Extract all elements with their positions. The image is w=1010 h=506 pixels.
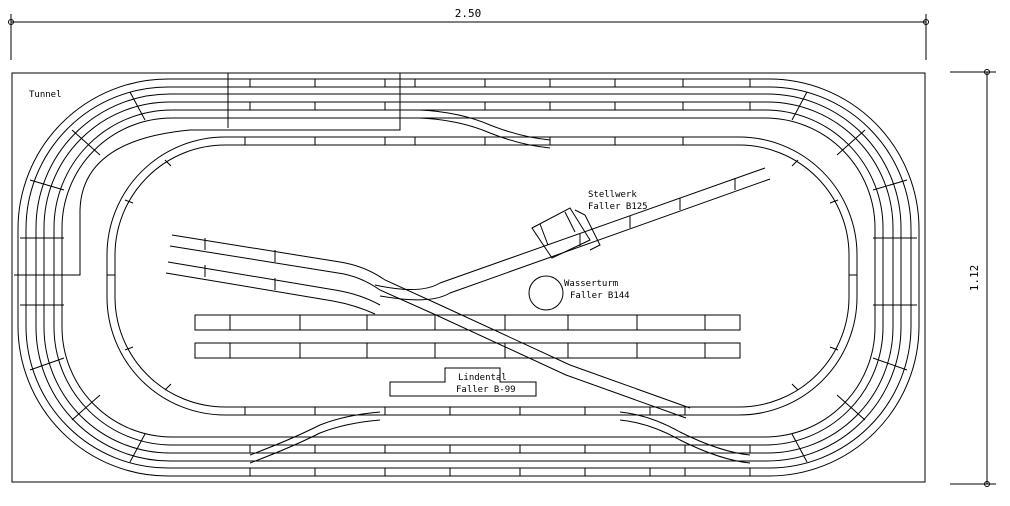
width-dimension: 2.50 — [8, 7, 929, 60]
height-label: 1.12 — [968, 265, 981, 292]
top-straight-ties — [244, 79, 751, 149]
stellwerk-label-2: Faller B125 — [588, 202, 648, 212]
wasserturm-circle — [528, 275, 564, 311]
lindental-station-building — [389, 367, 537, 397]
width-label: 2.50 — [455, 7, 482, 20]
inner-loop-track — [106, 136, 858, 416]
curve-ties — [20, 91, 917, 463]
tunnel-connection — [14, 73, 401, 276]
bottom-straight-ties — [244, 407, 751, 476]
wasserturm-label-2: Faller B144 — [570, 291, 630, 301]
yard-tracks — [194, 314, 741, 359]
diagonal-sidings — [165, 167, 771, 419]
baseboard-outline — [11, 72, 926, 483]
stellwerk-label-1: Stellwerk — [588, 190, 637, 200]
lindental-label-2: Faller B-99 — [456, 385, 516, 395]
tunnel-label: Tunnel — [29, 90, 62, 100]
outer-loop-tracks — [17, 78, 920, 477]
wasserturm-label-1: Wasserturm — [564, 279, 618, 289]
height-dimension: 1.12 — [950, 69, 996, 487]
lindental-label-1: Lindental — [458, 373, 507, 383]
stellwerk-building — [531, 207, 601, 259]
